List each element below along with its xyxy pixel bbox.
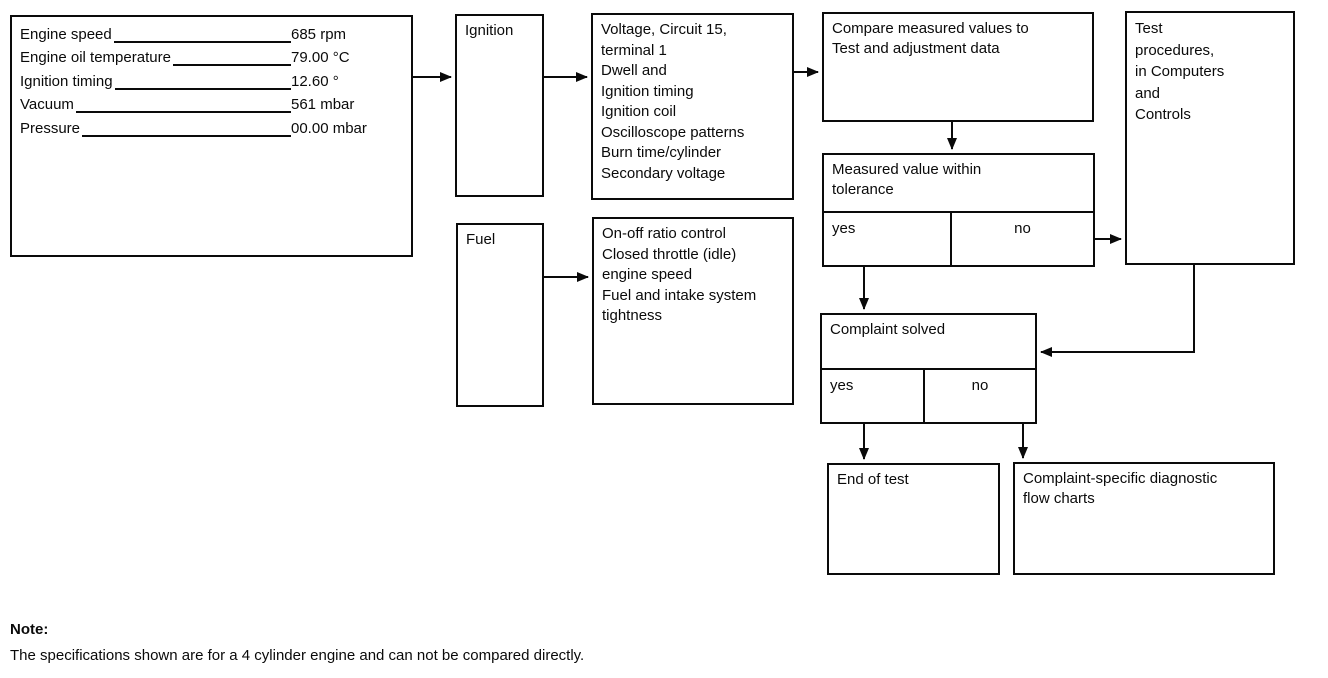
param-label: Ignition timing — [20, 72, 113, 90]
ignition-box: Ignition — [455, 14, 544, 197]
footnote: Note: The specifications shown are for a… — [10, 617, 584, 669]
param-value: 79.00 °C — [291, 49, 350, 66]
note-heading: Note: — [10, 621, 49, 638]
leader-line — [75, 111, 291, 113]
fuel-box: Fuel — [456, 223, 544, 407]
fuel-label: Fuel — [466, 231, 496, 248]
param-value: 00.00 mbar — [291, 119, 367, 137]
compare-values-box: Compare measured values to Test and adju… — [822, 12, 1094, 122]
end-of-test-box: End of test — [827, 463, 1000, 575]
tolerance-decision-box: Measured value within tolerance yes no — [822, 153, 1095, 267]
fuel-detail-box: On-off ratio control Closed throttle (id… — [592, 217, 794, 405]
arrow-testproc-to-complaint — [1040, 265, 1195, 357]
tolerance-title: Measured value within tolerance — [824, 155, 1093, 213]
complaint-yes-cell: yes — [830, 377, 854, 394]
tolerance-yes-no-row: yes no — [824, 213, 1093, 265]
param-label: Vacuum — [20, 96, 74, 113]
tolerance-yes-cell: yes — [832, 220, 856, 237]
param-label: Pressure — [20, 119, 81, 137]
tolerance-no-cell: no — [950, 213, 1093, 265]
leader-line — [82, 134, 291, 137]
param-value: 561 mbar — [291, 96, 355, 113]
note-body: The specifications shown are for a 4 cyl… — [10, 647, 585, 664]
ignition-label: Ignition — [465, 22, 514, 39]
param-label: Engine speed — [20, 25, 112, 43]
param-label: Engine oil temperature — [20, 49, 171, 66]
complaint-yes-no-row: yes no — [822, 370, 1035, 422]
complaint-title: Complaint solved — [822, 315, 1035, 370]
param-value: 12.60 ° — [291, 72, 339, 90]
param-row: Ignition timing 12.60 ° — [20, 70, 403, 94]
ignition-detail-box: Voltage, Circuit 15, terminal 1 Dwell an… — [591, 13, 794, 200]
complaint-decision-box: Complaint solved yes no — [820, 313, 1037, 424]
engine-parameters-box: Engine speed 685 rpm Engine oil temperat… — [10, 15, 413, 257]
param-value: 685 rpm — [291, 25, 347, 43]
param-row: Engine oil temperature 79.00 °C — [20, 47, 403, 71]
complaint-no-cell: no — [923, 370, 1035, 422]
param-row: Pressure 00.00 mbar — [20, 117, 403, 141]
leader-line — [113, 40, 291, 43]
diagnostic-flow-charts-box: Complaint-specific diagnostic flow chart… — [1013, 462, 1275, 575]
leader-line — [172, 64, 291, 66]
param-row: Vacuum 561 mbar — [20, 94, 403, 118]
test-procedures-box: Test procedures, in Computers and Contro… — [1125, 11, 1295, 265]
leader-line — [114, 87, 291, 90]
param-row: Engine speed 685 rpm — [20, 23, 403, 47]
